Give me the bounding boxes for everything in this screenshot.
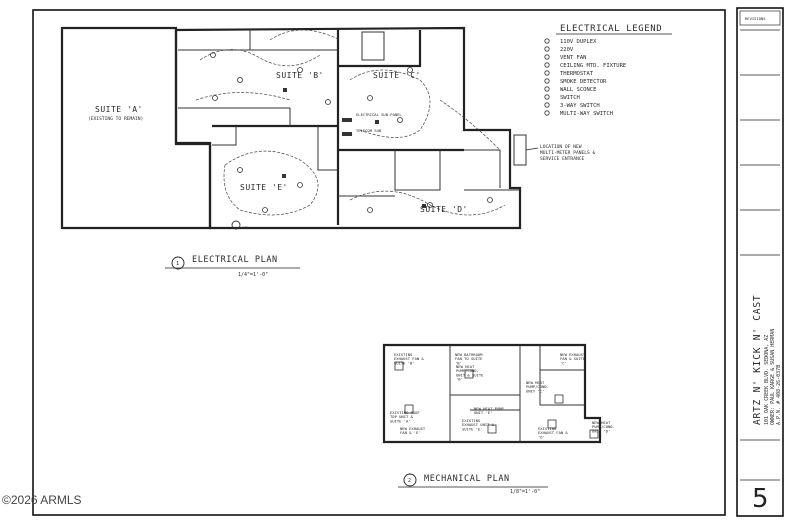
220v-outlet-icon bbox=[544, 46, 550, 52]
duplex-outlet-icon bbox=[544, 38, 550, 44]
legend-item-label: SWITCH bbox=[560, 95, 580, 101]
stair-box bbox=[361, 31, 385, 61]
legend-item-label: VENT FAN bbox=[560, 55, 587, 61]
legend-item-label: THERMOSTAT bbox=[560, 71, 594, 77]
legend-items: 110V DUPLEX 220V VENT FAN CEILING MTD. FIXT… bbox=[544, 38, 626, 117]
legend-title: ELECTRICAL LEGEND bbox=[560, 24, 662, 34]
copyright-watermark: ©2026 ARMLS bbox=[2, 493, 82, 507]
service-entrance-box bbox=[513, 134, 527, 166]
legend-item-label: CEILING MTD. FIXTURE bbox=[560, 63, 626, 69]
wall-suite-e-office bbox=[212, 126, 338, 171]
plan-2-marker bbox=[403, 473, 417, 487]
wp-outlet-icon bbox=[231, 220, 241, 230]
suite-a-note: (EXISTING TO REMAIN) bbox=[88, 116, 143, 122]
sheet-border bbox=[32, 9, 726, 516]
mech-building-outline bbox=[382, 343, 602, 444]
electrical-plan-title: ELECTRICAL PLAN bbox=[192, 255, 278, 265]
project-name: ARTZ N' KICK N' CAST bbox=[752, 295, 763, 425]
legend-item-label: MULTI-WAY SWITCH bbox=[560, 111, 613, 117]
switch-icon bbox=[544, 94, 550, 100]
sub-panel-note: ELECTRICAL SUB-PANEL bbox=[356, 112, 402, 117]
legend-item-label: 3-WAY SWITCH bbox=[560, 103, 600, 109]
legend-item-label: WALL SCONCE bbox=[560, 87, 596, 93]
wall-suite-b-inner bbox=[178, 49, 338, 126]
wire-suite-d bbox=[349, 190, 506, 216]
project-address: 101 OAK CREEK BLVD. SEDONA, AZ bbox=[764, 335, 770, 425]
wall-sconce-icon bbox=[544, 86, 550, 92]
mechanical-plan-title: MECHANICAL PLAN bbox=[424, 474, 510, 484]
electrical-legend: ELECTRICAL LEGEND 110V DUPLEX 220V VENT FA… bbox=[544, 24, 672, 117]
suite-a-label: SUITE 'A' bbox=[95, 105, 143, 114]
wire-corridor bbox=[269, 29, 501, 151]
wire-suite-e bbox=[223, 150, 319, 216]
smoke-detector-icon bbox=[544, 78, 550, 84]
legend-item-label: SMOKE DETECTOR bbox=[560, 79, 607, 85]
suite-d-label: SUITE 'D' bbox=[420, 205, 468, 214]
mech-walls bbox=[449, 345, 585, 442]
electrical-sub-panel bbox=[342, 118, 352, 122]
vent-fan-icon bbox=[544, 54, 550, 60]
project-owner: OWNER: PAUL KARGE & SUSAN HERMAN bbox=[770, 329, 776, 425]
plan-2-number: 2 bbox=[408, 478, 411, 484]
electrical-plan-scale: 1/4"=1'-0" bbox=[238, 272, 268, 278]
revisions-label: REVISIONS bbox=[745, 16, 766, 21]
mechanical-plan-scale: 1/8"=1'-0" bbox=[510, 489, 540, 495]
3-way-switch-icon bbox=[544, 102, 550, 108]
wall-restrooms bbox=[249, 30, 501, 191]
smoke-detectors bbox=[282, 88, 426, 208]
suites-outline bbox=[174, 26, 522, 230]
project-apn: A.P.N. # 408-26-037B bbox=[776, 365, 782, 425]
plan-1-number: 1 bbox=[176, 261, 179, 267]
title-block: REVISIONS ARTZ N' KICK N' CAST 101 OAK C… bbox=[739, 10, 782, 514]
ceiling-fixture-icon bbox=[544, 62, 550, 68]
wall-core bbox=[338, 30, 422, 68]
wire-suite-c bbox=[349, 69, 431, 138]
electrical-plan: SUITE 'A' (EXISTING TO REMAIN) SUITE 'B'… bbox=[60, 26, 596, 278]
plan-1-marker bbox=[171, 256, 185, 270]
legend-item-label: 220V bbox=[560, 47, 574, 53]
wire-suite-b bbox=[195, 49, 321, 101]
suite-b-label: SUITE 'B' bbox=[276, 71, 324, 80]
mech-units bbox=[394, 361, 599, 439]
legend-item-label: 110V DUPLEX bbox=[560, 39, 597, 45]
ceiling-fixtures bbox=[210, 52, 493, 213]
suite-e-label: SUITE 'E' bbox=[240, 183, 288, 192]
wall-suite-d-office bbox=[338, 189, 520, 197]
sheet-number: 5 bbox=[752, 484, 769, 514]
title-block-border bbox=[736, 7, 784, 517]
building-outline bbox=[60, 26, 212, 230]
multi-way-switch-icon bbox=[544, 110, 550, 116]
suite-c-label: SUITE 'C' bbox=[373, 71, 421, 80]
wp-note: WP bbox=[243, 225, 248, 230]
thermostat-icon bbox=[544, 70, 550, 76]
telecom-panel bbox=[342, 132, 352, 136]
telecom-note: TELECOM SUB bbox=[356, 128, 382, 133]
